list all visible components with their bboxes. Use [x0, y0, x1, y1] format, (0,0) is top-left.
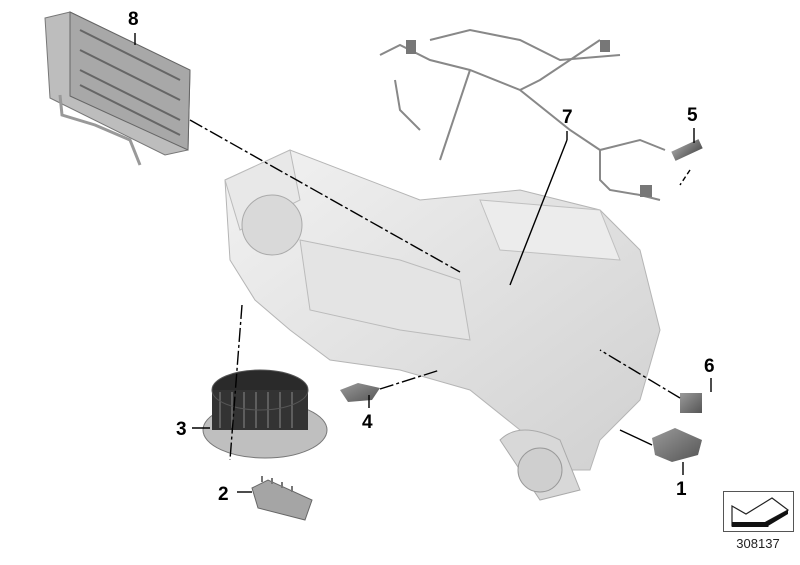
callout-label-3: 3 — [176, 419, 187, 440]
diagram-reference-number: 308137 — [736, 536, 780, 551]
sensor-part-4 — [340, 383, 380, 402]
actuator-part-6 — [680, 393, 702, 413]
callout-label-2: 2 — [218, 484, 229, 505]
callout-label-4: 4 — [362, 412, 373, 433]
actuator-part-1 — [652, 428, 702, 462]
heater-core-part — [44, 11, 191, 166]
hvac-housing — [224, 149, 661, 501]
direction-arrow-icon — [731, 497, 790, 527]
sensor-part-5 — [671, 139, 703, 161]
leader-lines — [134, 33, 712, 493]
orientation-arrow-badge — [723, 491, 794, 532]
callout-label-5: 5 — [687, 105, 698, 126]
callout-label-8: 8 — [128, 9, 139, 30]
callout-label-7: 7 — [562, 107, 573, 128]
wiring-harness-part — [379, 28, 666, 201]
blower-motor-part — [202, 369, 328, 459]
blower-resistor-part — [251, 476, 313, 521]
callout-label-6: 6 — [704, 356, 715, 377]
callout-label-1: 1 — [676, 479, 687, 500]
